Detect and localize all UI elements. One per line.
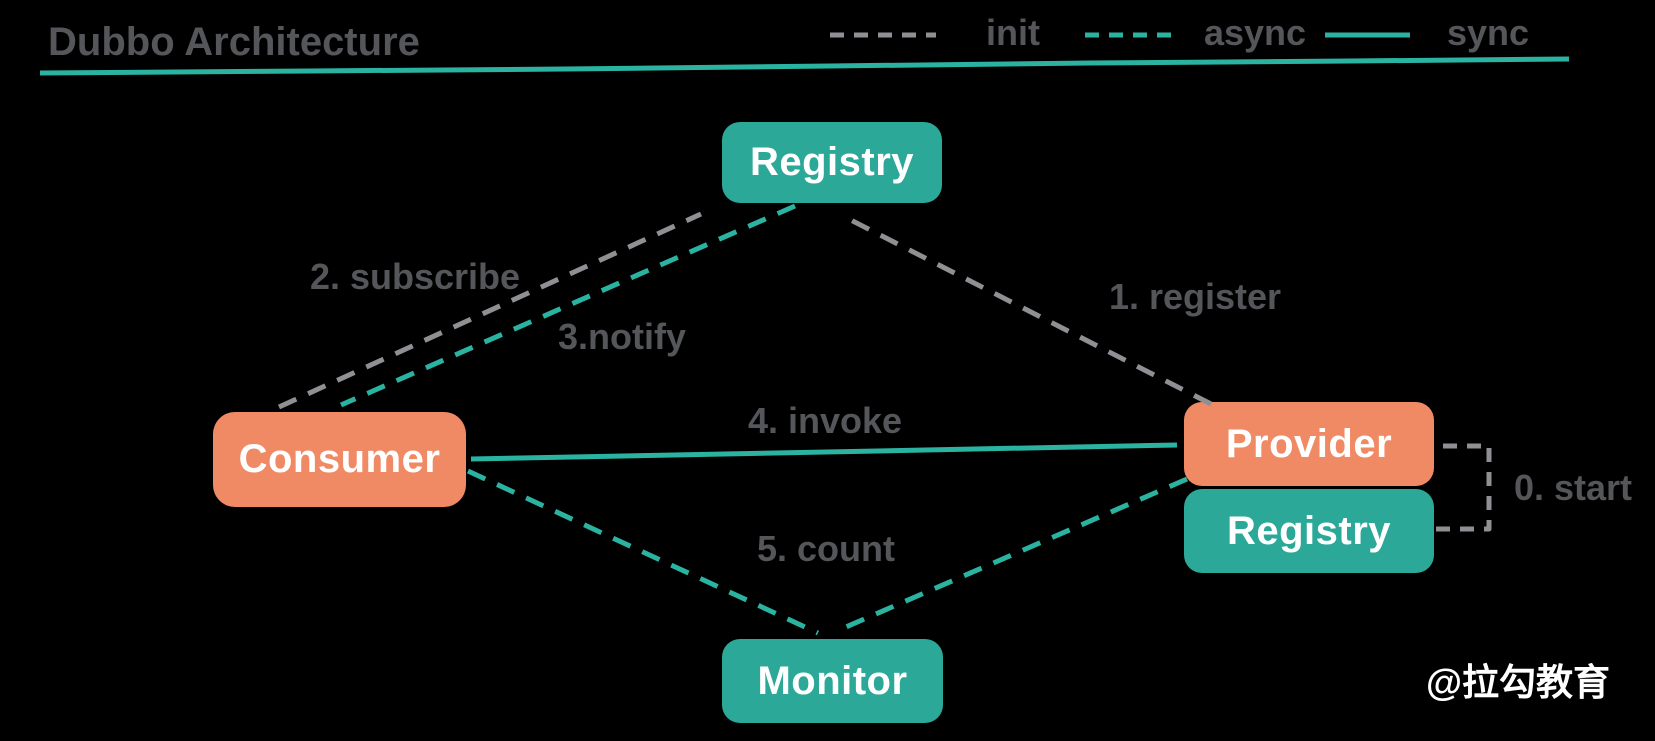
legend-label-async: async [1203,12,1307,53]
node-registry-top: Registry [722,122,942,203]
arrow-subscribe [277,211,703,410]
node-monitor-label: Monitor [757,658,908,703]
node-provider-registry-label: Registry [1226,508,1392,553]
page-title: Dubbo Architecture [48,20,420,64]
legend-label-sync: sync [1446,12,1530,53]
node-registry-top-label: Registry [749,140,915,184]
edge-label-register: 1. register [1108,276,1282,317]
edge-label-invoke: 4. invoke [747,400,903,441]
watermark: @拉勾教育 [1425,662,1611,703]
node-monitor: Monitor [722,639,943,723]
arrow-notify [339,203,797,408]
node-provider-label: Provider [1225,421,1393,466]
node-consumer: Consumer [213,412,466,507]
arrow-invoke [470,442,1178,462]
edge-label-notify: 3.notify [557,316,687,357]
node-provider-registry: Registry [1184,489,1434,573]
edge-label-subscribe: 2. subscribe [309,256,521,297]
edge-label-start: 0. start [1513,467,1633,508]
arrow-start-loop [1436,443,1492,532]
node-consumer-label: Consumer [238,437,441,481]
legend-label-init: init [986,12,1040,53]
edge-label-count: 5. count [756,528,896,569]
node-provider: Provider [1184,402,1434,486]
